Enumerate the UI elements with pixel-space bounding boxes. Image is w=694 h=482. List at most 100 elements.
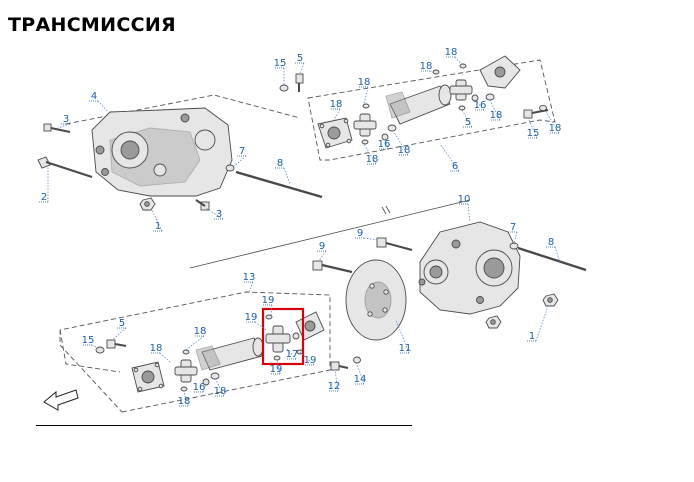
callout-number[interactable]: 5 [465, 117, 471, 128]
callout-number[interactable]: 16 [378, 139, 391, 150]
callout-17[interactable]: 17 [286, 347, 299, 360]
callout-19[interactable]: 19 [270, 359, 283, 375]
callout-number[interactable]: 18 [194, 326, 207, 337]
callout-5[interactable]: 5 [461, 109, 473, 128]
callout-7[interactable]: 7 [233, 146, 247, 167]
callout-number[interactable]: 10 [458, 194, 471, 205]
callout-8[interactable]: 8 [275, 158, 291, 185]
callout-number[interactable]: 17 [286, 349, 299, 360]
callout-number[interactable]: 19 [304, 355, 317, 366]
callout-18[interactable]: 18 [150, 343, 171, 363]
callout-13[interactable]: 13 [243, 272, 256, 293]
callout-number[interactable]: 18 [445, 47, 458, 58]
callout-18[interactable]: 18 [214, 377, 227, 397]
callout-6[interactable]: 6 [439, 143, 460, 172]
callout-number[interactable]: 18 [214, 386, 227, 397]
callout-number[interactable]: 18 [330, 99, 343, 110]
callout-12[interactable]: 12 [328, 369, 341, 392]
callout-leader-line [467, 203, 471, 223]
callout-leader-line [363, 237, 379, 241]
callout-number[interactable]: 16 [474, 100, 487, 111]
callout-leader-line [535, 305, 549, 342]
callout-18[interactable]: 18 [490, 99, 503, 121]
callout-number[interactable]: 15 [82, 335, 95, 346]
stud-upper [235, 170, 323, 199]
callout-number[interactable]: 18 [150, 343, 163, 354]
callout-number[interactable]: 7 [239, 146, 245, 157]
bolt-9-left [312, 260, 353, 274]
callout-18[interactable]: 18 [358, 77, 371, 105]
rear-output-yoke [295, 311, 325, 341]
callout-number[interactable]: 3 [216, 209, 222, 220]
callout-number[interactable]: 19 [262, 295, 275, 306]
callout-number[interactable]: 8 [277, 158, 283, 169]
callout-3[interactable]: 3 [57, 114, 71, 129]
callout-4[interactable]: 4 [89, 91, 109, 113]
bolt-lower [195, 199, 210, 211]
nut-lower-top [542, 293, 559, 307]
callout-15[interactable]: 15 [274, 58, 287, 86]
callout-number[interactable]: 14 [354, 374, 367, 385]
callout-number[interactable]: 18 [358, 77, 371, 88]
callout-18[interactable]: 18 [393, 131, 411, 156]
callout-9[interactable]: 9 [355, 228, 379, 241]
callout-5[interactable]: 5 [295, 53, 305, 75]
callout-16[interactable]: 16 [378, 137, 391, 150]
callout-number[interactable]: 15 [274, 58, 287, 69]
callout-number[interactable]: 2 [41, 192, 47, 203]
callout-18[interactable]: 18 [445, 47, 464, 67]
callout-number[interactable]: 18 [549, 123, 562, 134]
bottom-rule [36, 425, 412, 426]
callout-16[interactable]: 16 [474, 99, 487, 111]
callout-16[interactable]: 16 [193, 382, 207, 393]
callout-18[interactable]: 18 [363, 143, 379, 165]
callout-number[interactable]: 11 [399, 343, 412, 354]
rear-cross-joint-left [174, 359, 198, 383]
callout-number[interactable]: 16 [193, 382, 206, 393]
rear-driveshaft-tube [195, 337, 264, 371]
callout-15[interactable]: 15 [82, 335, 101, 350]
callout-1[interactable]: 1 [527, 305, 549, 342]
callout-11[interactable]: 11 [395, 319, 412, 354]
callout-number[interactable]: 18 [178, 396, 191, 407]
callout-number[interactable]: 3 [63, 114, 69, 125]
callout-leader-line [159, 352, 171, 363]
callout-number[interactable]: 7 [510, 222, 516, 233]
front-driveshaft-group-frame [307, 59, 556, 161]
bolt-5-upper-right [523, 109, 549, 119]
callout-number[interactable]: 19 [245, 312, 258, 323]
callout-number[interactable]: 18 [398, 145, 411, 156]
callout-number[interactable]: 5 [119, 318, 125, 329]
callout-number[interactable]: 8 [548, 237, 554, 248]
callout-number[interactable]: 13 [243, 272, 256, 283]
callout-number[interactable]: 4 [91, 91, 97, 102]
callout-leader-line [270, 304, 273, 317]
callout-18[interactable]: 18 [330, 99, 343, 121]
callout-1[interactable]: 1 [151, 209, 163, 232]
callout-number[interactable]: 9 [319, 241, 325, 252]
callout-number[interactable]: 6 [452, 161, 458, 172]
callout-10[interactable]: 10 [458, 194, 471, 223]
callout-number[interactable]: 18 [366, 154, 379, 165]
callout-9[interactable]: 9 [317, 241, 327, 263]
callout-number[interactable]: 1 [529, 331, 535, 342]
callout-18[interactable]: 18 [178, 391, 191, 407]
nut-upper [139, 197, 156, 211]
callout-number[interactable]: 1 [155, 221, 161, 232]
callout-number[interactable]: 9 [357, 228, 363, 239]
callout-14[interactable]: 14 [354, 363, 367, 385]
callout-18[interactable]: 18 [185, 326, 207, 351]
bolt-5-upper-left [295, 73, 304, 92]
callout-2[interactable]: 2 [39, 166, 49, 203]
callout-number[interactable]: 18 [490, 110, 503, 121]
bolt-12 [330, 361, 349, 371]
callout-number[interactable]: 18 [420, 61, 433, 72]
front-gearbox [91, 107, 233, 197]
callout-number[interactable]: 12 [328, 381, 341, 392]
callout-number[interactable]: 15 [527, 128, 540, 139]
highlight-box[interactable] [261, 307, 305, 366]
bolt-upper [43, 123, 71, 133]
callout-number[interactable]: 5 [297, 53, 303, 64]
callout-5[interactable]: 5 [111, 318, 127, 341]
callout-number[interactable]: 19 [270, 364, 283, 375]
